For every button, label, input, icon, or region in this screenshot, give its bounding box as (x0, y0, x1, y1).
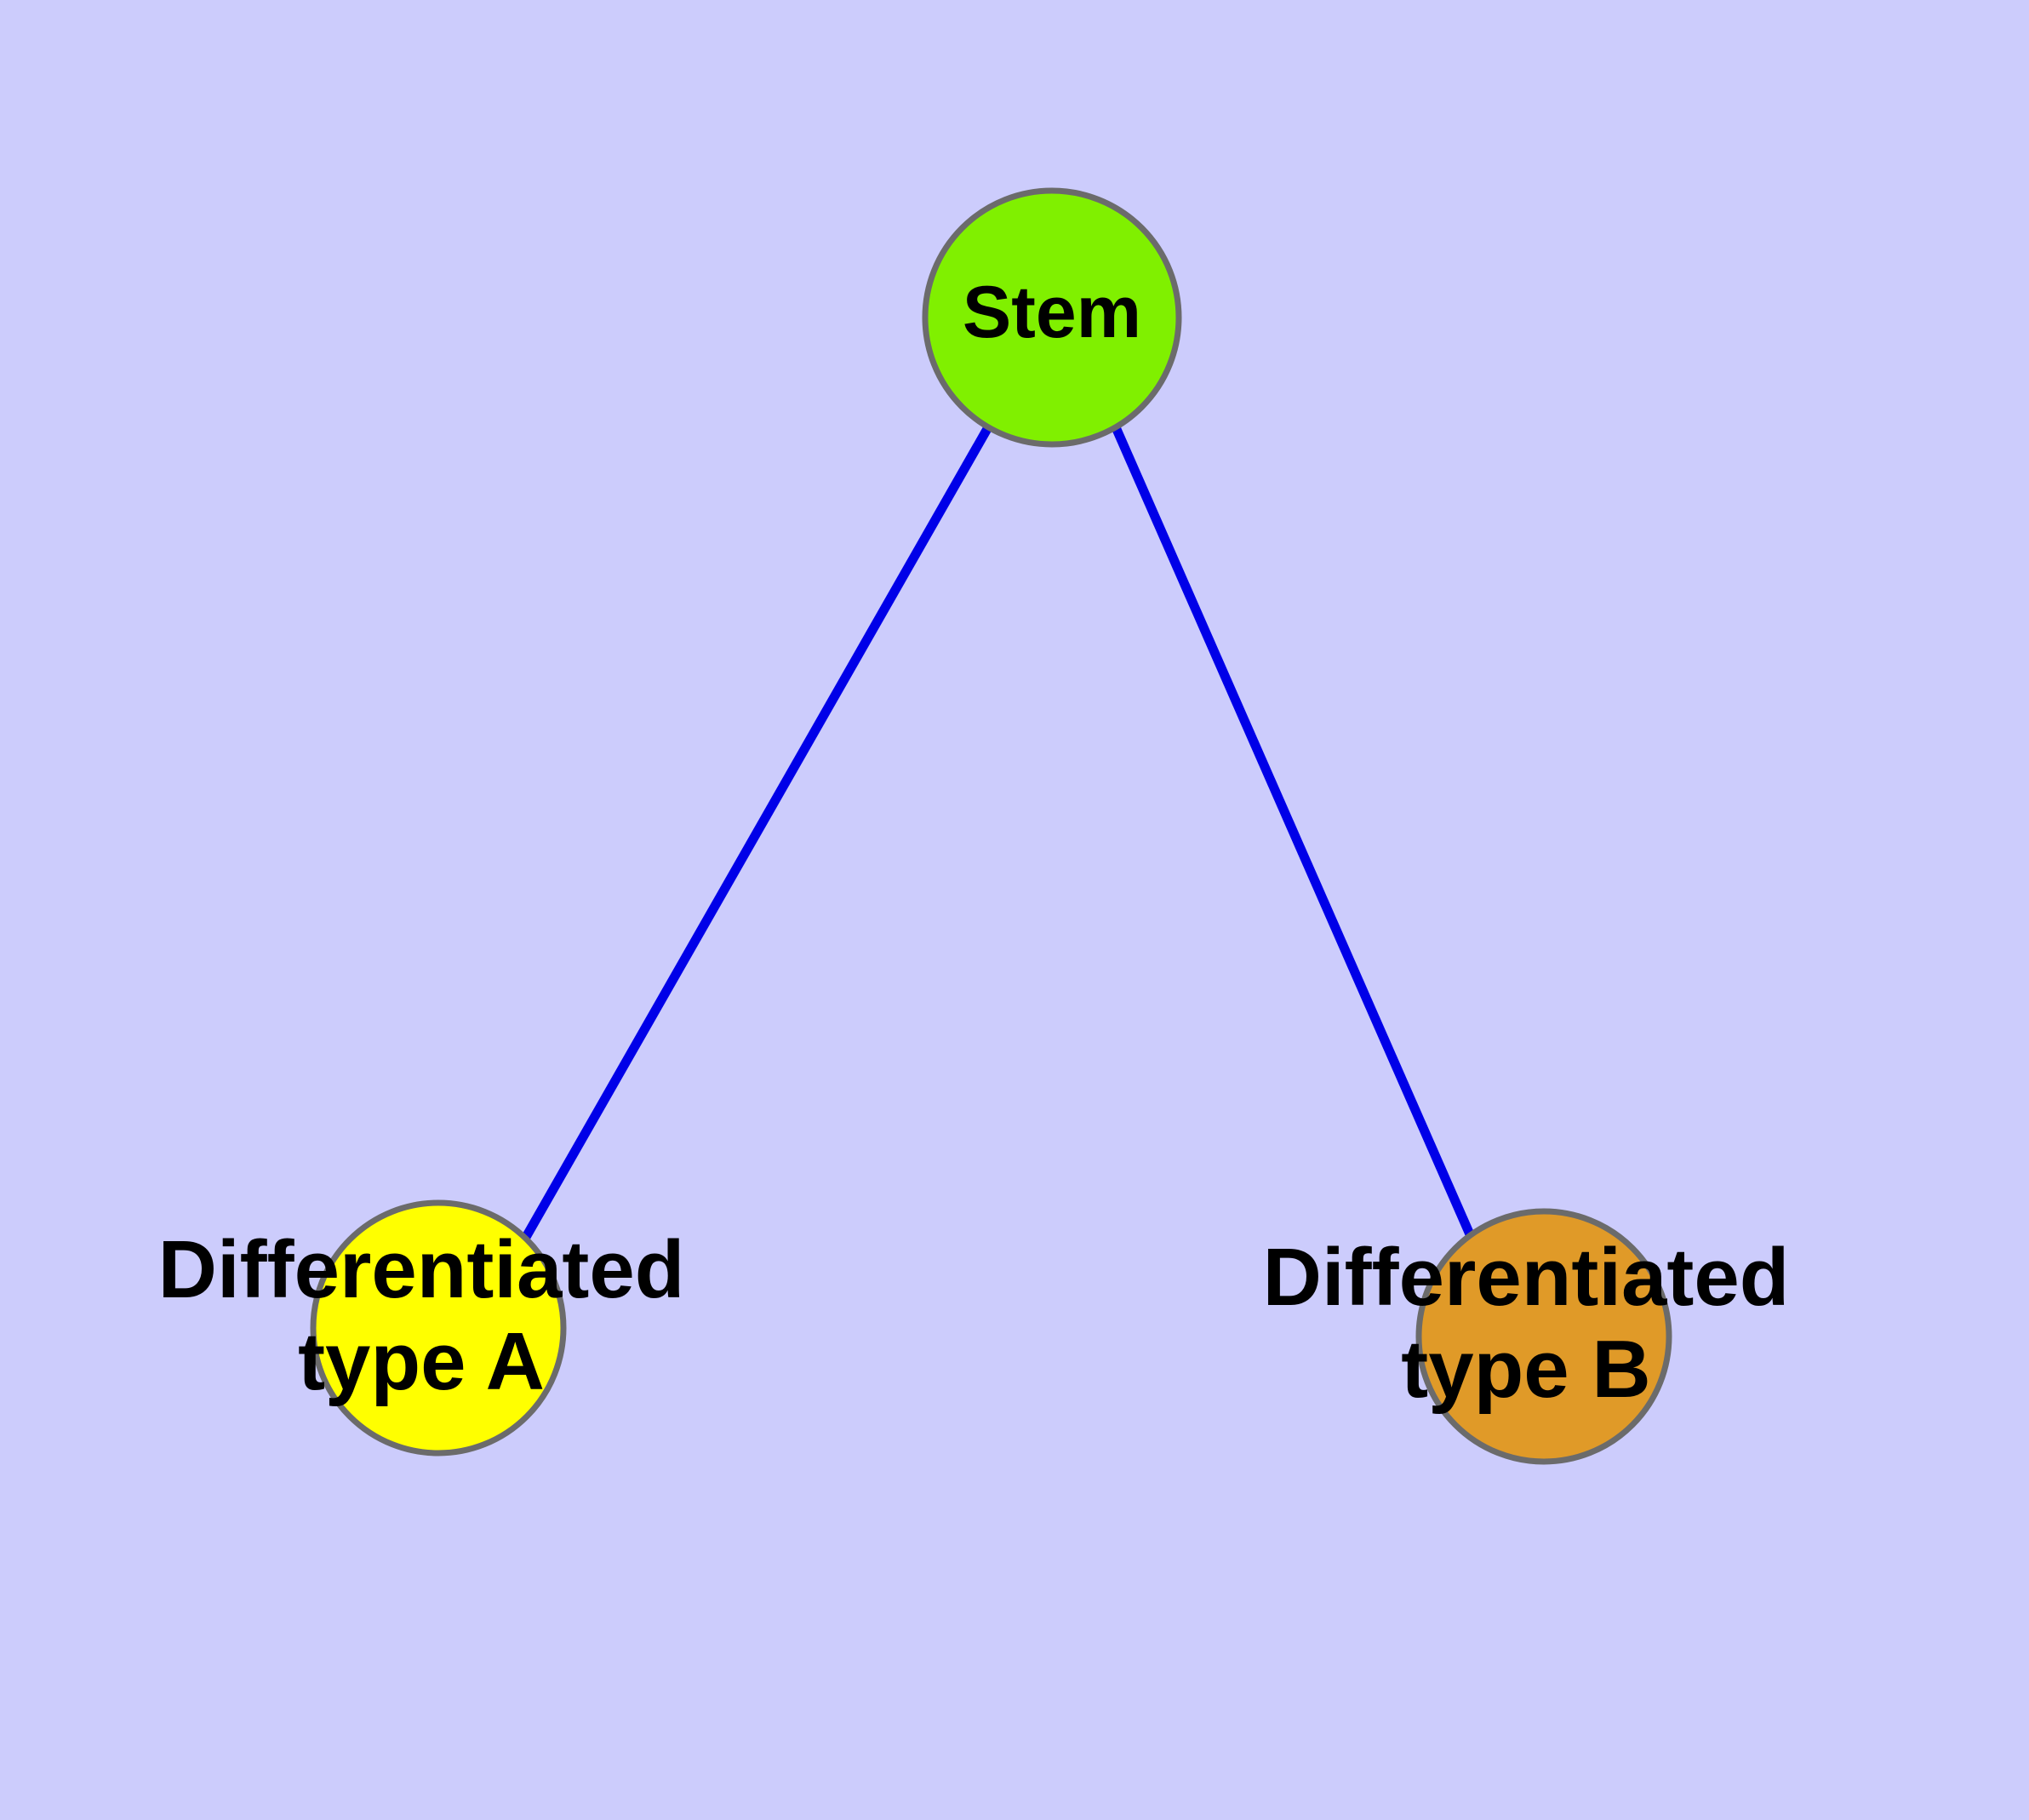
nodes-layer (310, 187, 1672, 1465)
node-diff-b-circle[interactable] (1415, 1208, 1672, 1465)
edge-stem-to-diff-b (1111, 425, 1475, 1237)
node-diff-a-circle[interactable] (310, 1199, 567, 1457)
edge-stem-to-diff-a (517, 425, 992, 1247)
node-stem-circle[interactable] (922, 187, 1182, 448)
edges-layer (517, 425, 1475, 1247)
node-stem-label: Stem (963, 272, 1141, 353)
